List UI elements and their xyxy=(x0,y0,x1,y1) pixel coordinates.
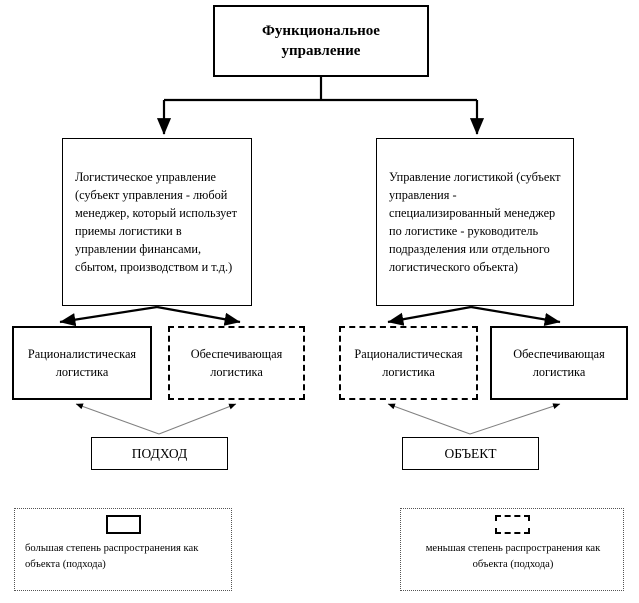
node-rationalistic-logistics-right: Рационалистическая логистика xyxy=(339,326,478,400)
legend-low-swatch-wrap xyxy=(401,509,623,539)
dashed-rectangle-icon xyxy=(494,514,530,534)
node-rationalistic-logistics-left-label: Рационалистическая логистика xyxy=(27,346,137,379)
legend-low-text: меньшая степень распространения как объе… xyxy=(425,543,601,571)
solid-rectangle-icon xyxy=(105,514,141,534)
node-logistics-management-label: Управление логистикой (субъект управлени… xyxy=(389,169,561,275)
node-logistic-management-label: Логистическое управление (субъект управл… xyxy=(75,169,237,275)
edge-left-branch-fanout xyxy=(59,305,241,327)
node-functional-management-label: Функциональное управление xyxy=(262,22,380,59)
node-obekt-label: ОБЪЕКТ xyxy=(444,445,497,461)
node-logistic-management: Логистическое управление (субъект управл… xyxy=(62,138,252,306)
node-logistics-management: Управление логистикой (субъект управлени… xyxy=(376,138,574,306)
legend-high-spread: большая степень распространения как объе… xyxy=(14,508,232,591)
node-supporting-logistics-left-label: Обеспечивающая логистика xyxy=(190,346,283,379)
node-podhod: ПОДХОД xyxy=(91,437,228,470)
node-functional-management: Функциональное управление xyxy=(213,5,429,77)
legend-high-swatch-wrap xyxy=(15,509,231,539)
node-supporting-logistics-right-label: Обеспечивающая логистика xyxy=(513,346,605,379)
legend-low-spread: меньшая степень распространения как объе… xyxy=(400,508,624,591)
node-rationalistic-logistics-left: Рационалистическая логистика xyxy=(12,326,152,400)
edge-obekt-links xyxy=(387,403,561,435)
node-obekt: ОБЪЕКТ xyxy=(402,437,539,470)
edge-right-branch-fanout xyxy=(387,305,561,326)
node-rationalistic-logistics-right-label: Рационалистическая логистика xyxy=(354,346,463,379)
legend-high-text: большая степень распространения как объе… xyxy=(25,543,199,571)
node-supporting-logistics-right: Обеспечивающая логистика xyxy=(490,326,628,400)
edge-podhod-links xyxy=(75,403,237,435)
node-supporting-logistics-left: Обеспечивающая логистика xyxy=(168,326,305,400)
node-podhod-label: ПОДХОД xyxy=(131,445,188,461)
edge-root-to-bus xyxy=(164,77,477,102)
